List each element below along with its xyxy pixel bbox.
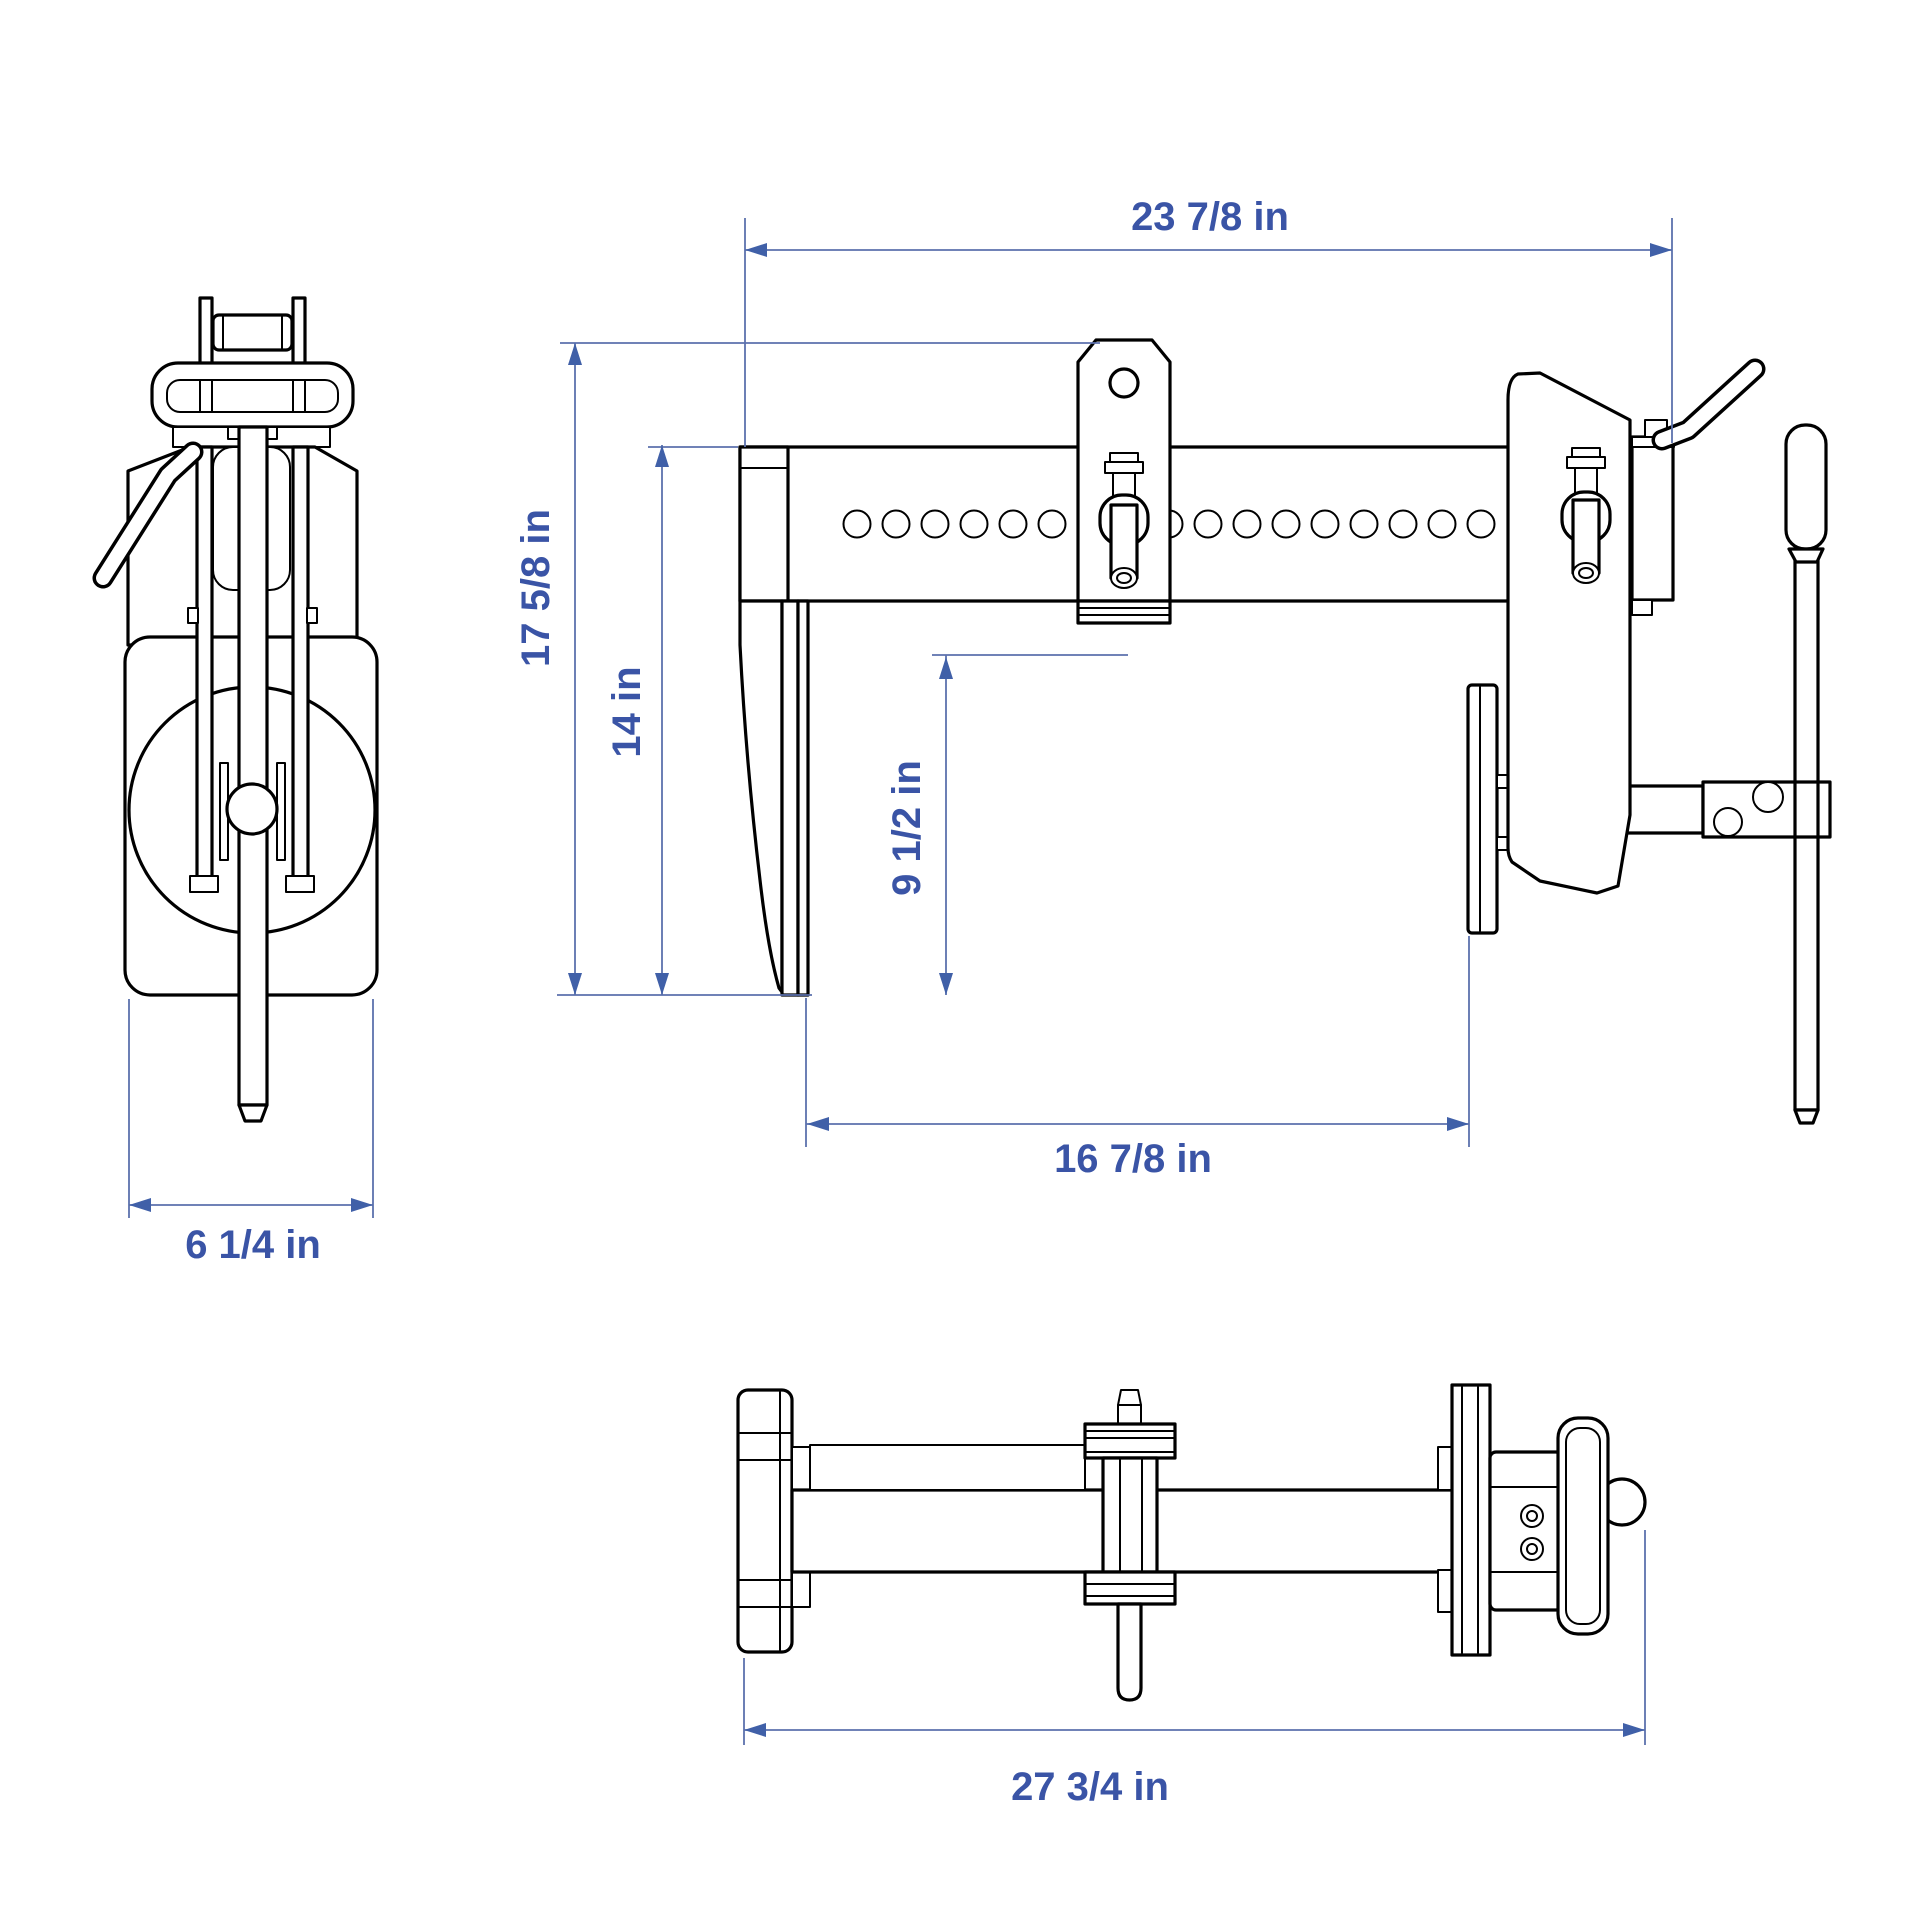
- dim-label-overall-width: 23 7/8 in: [1131, 195, 1289, 239]
- swivel-pad-disc: [1466, 683, 1511, 935]
- end-plate: [736, 1388, 811, 1654]
- center-clevis-pin: [1098, 452, 1150, 589]
- front-view: [738, 338, 1832, 1125]
- dim-label-throat-depth: 9 1/2 in: [885, 760, 929, 896]
- handle-grip-plan: [1556, 1416, 1610, 1636]
- dimension-jaw-opening: 16 7/8 in: [805, 936, 1470, 1181]
- fixed-jaw: [738, 445, 810, 997]
- latch-handle-side: [92, 441, 204, 589]
- disc-hub: [225, 782, 279, 836]
- bottom-view: [736, 1383, 1647, 1702]
- dim-label-overall-height: 17 5/8 in: [514, 509, 558, 667]
- jaw-block: [1488, 1450, 1564, 1612]
- latch-lever: [1651, 358, 1766, 451]
- dim-label-jaw-depth: 14 in: [605, 666, 649, 757]
- jaw-bars: [187, 445, 318, 893]
- dim-label-jaw-opening: 16 7/8 in: [1054, 1137, 1212, 1181]
- dimension-overall-length: 27 3/4 in: [743, 1530, 1646, 1809]
- pivot-block: [1701, 780, 1832, 839]
- shackle-pin: [211, 313, 294, 352]
- beam-cross-section: [150, 361, 355, 429]
- lock-block: [1630, 419, 1675, 616]
- screw-rod: [227, 425, 278, 1123]
- dimension-jaw-depth: 14 in: [605, 445, 738, 995]
- screw-arm: [1616, 784, 1705, 835]
- hanger-hole: [1108, 367, 1140, 399]
- rail-strip: [809, 1444, 1086, 1491]
- dimension-overall-width: 23 7/8 in: [744, 195, 1673, 447]
- bracket-plate: [1437, 1383, 1492, 1657]
- sliding-jaw-plate: [1506, 371, 1632, 895]
- trolley-assembly: [1083, 1389, 1177, 1702]
- t-handle-grip: [1784, 423, 1828, 551]
- right-clevis-pin: [1560, 447, 1612, 584]
- dimension-throat-depth: 9 1/2 in: [885, 654, 1128, 995]
- side-view: [92, 296, 379, 1123]
- dim-label-side-width: 6 1/4 in: [185, 1223, 321, 1267]
- t-handle: [1784, 423, 1828, 1125]
- dimension-overall-height: 17 5/8 in: [514, 342, 1100, 996]
- dimension-side-width: 6 1/4 in: [128, 999, 374, 1267]
- dim-label-overall-length: 27 3/4 in: [1011, 1765, 1169, 1809]
